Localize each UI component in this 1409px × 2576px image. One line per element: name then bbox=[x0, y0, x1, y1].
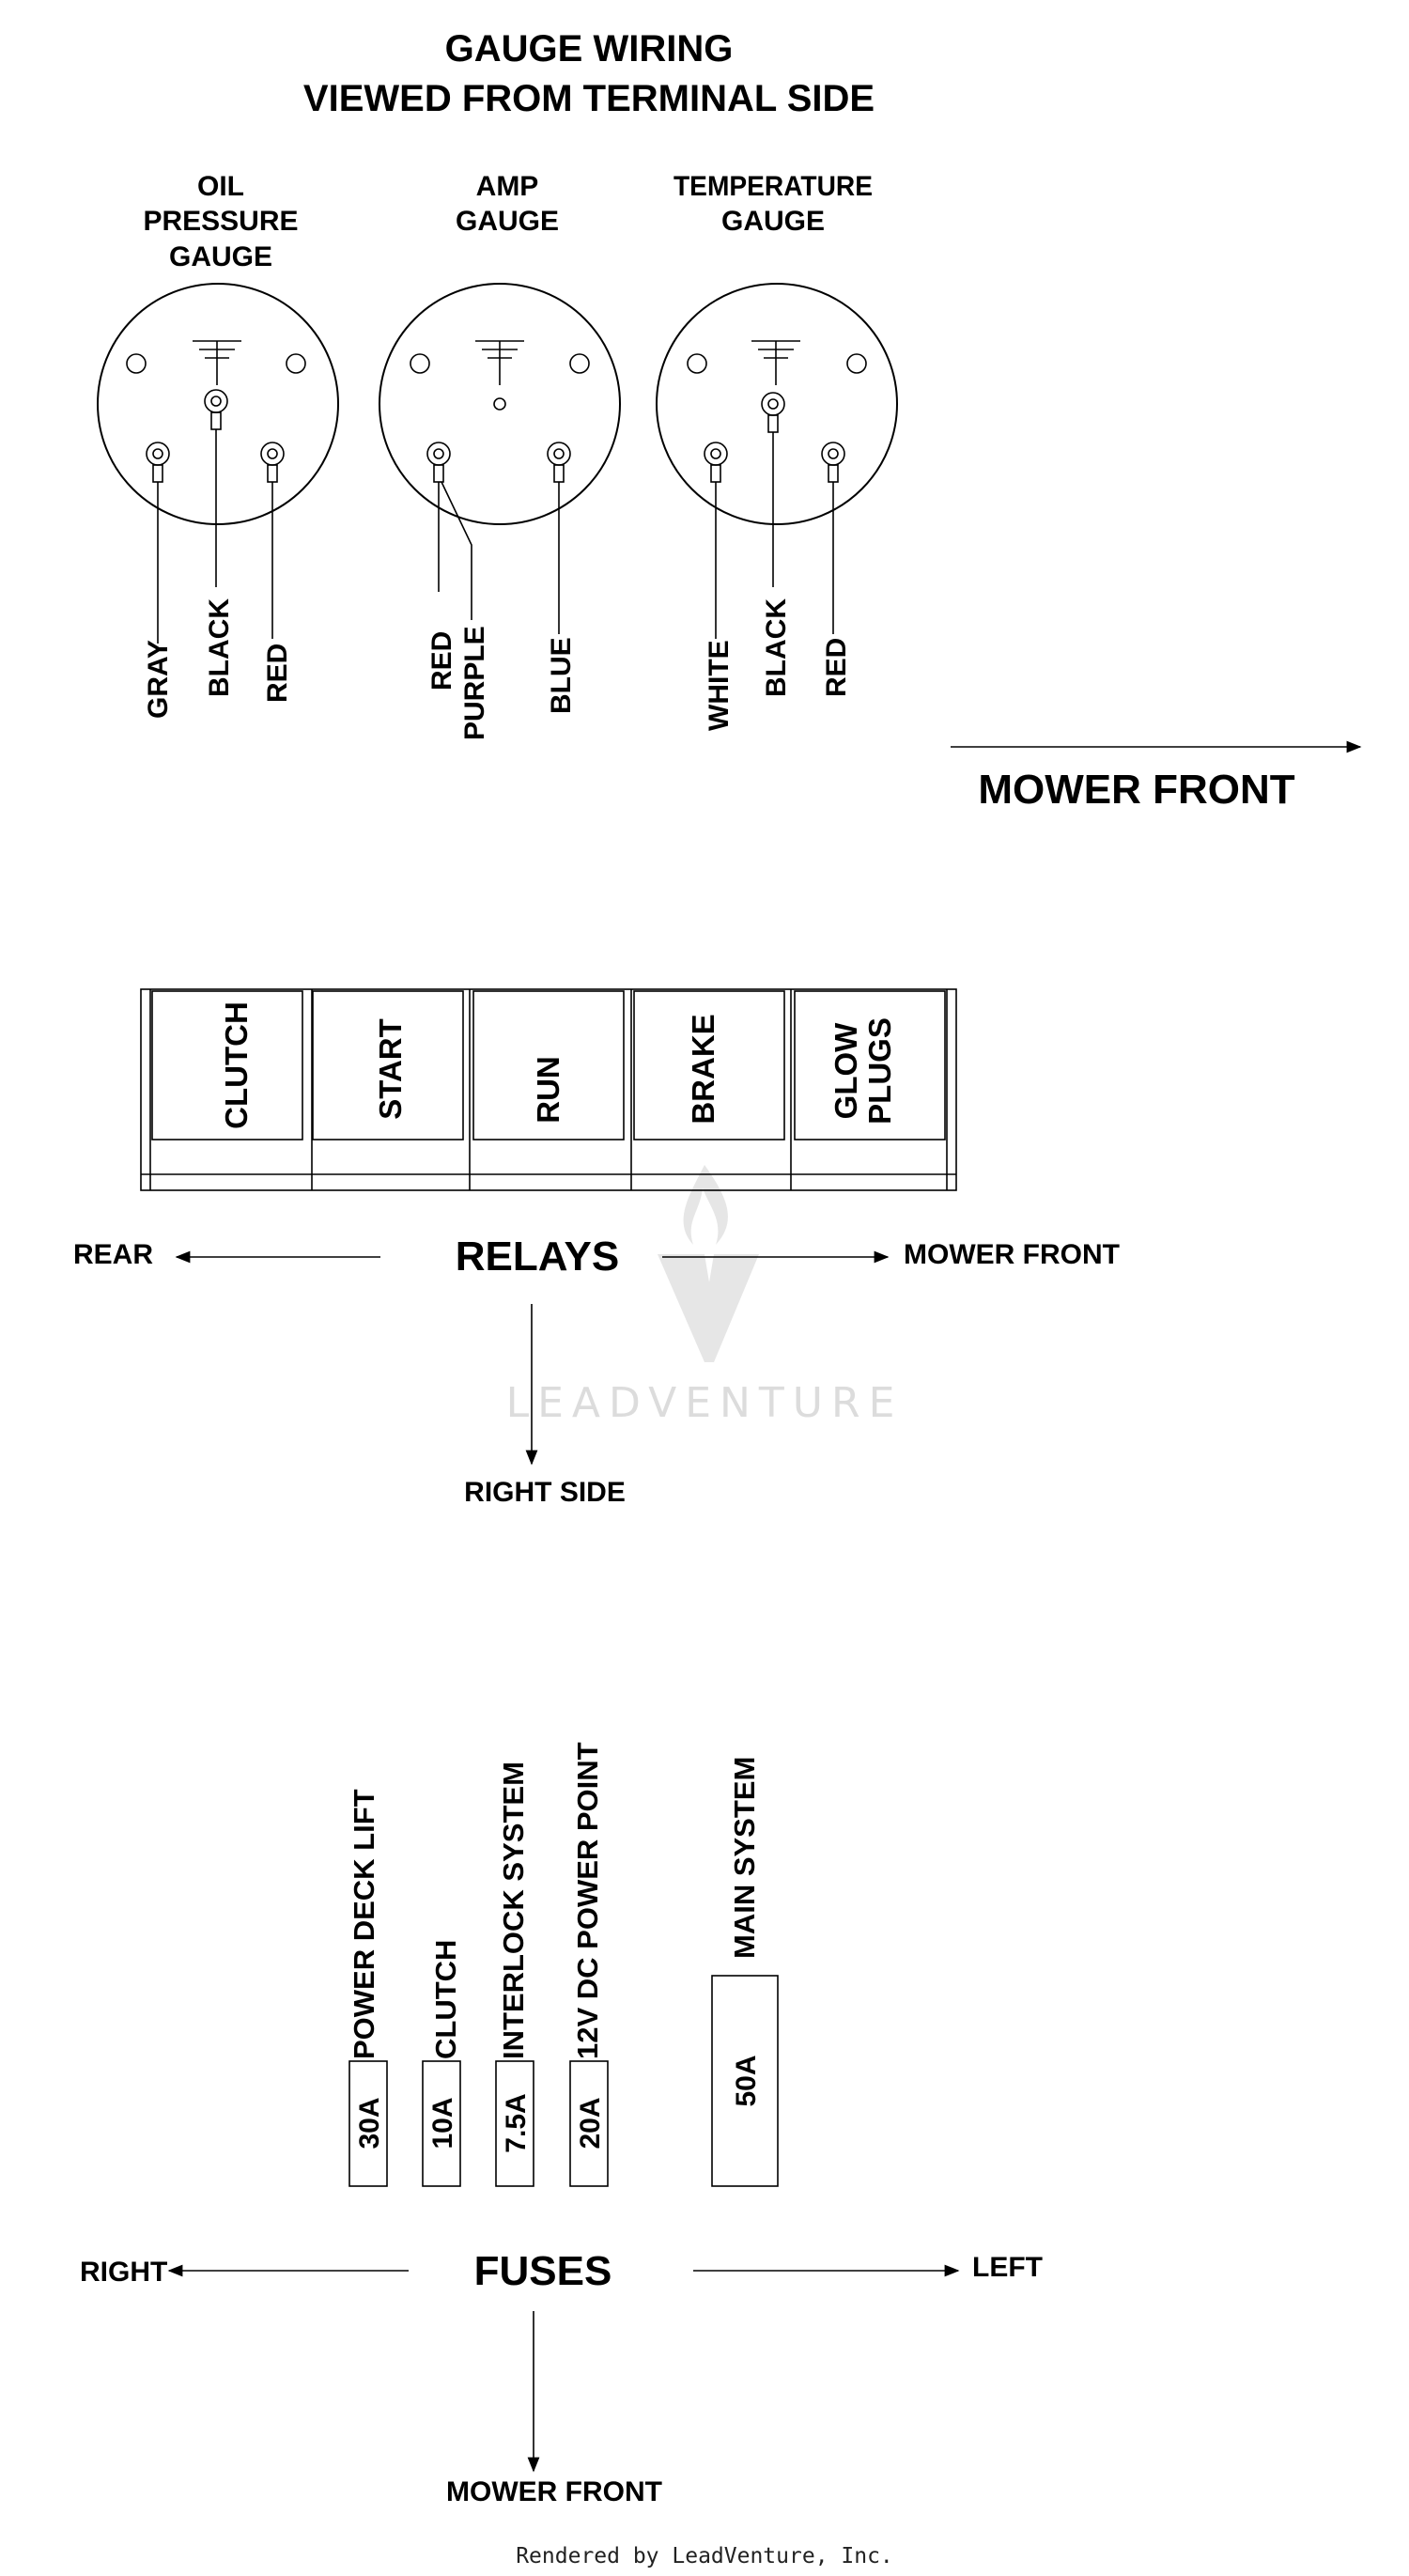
fuse-name: CLUTCH bbox=[429, 1940, 462, 2059]
fuse-name: 12V DC POWER POINT bbox=[571, 1742, 604, 2059]
gauge-direction-label: MOWER FRONT bbox=[978, 767, 1294, 813]
relay-block: CLUTCH START RUN BRAKE GLOW PLUGS bbox=[140, 988, 957, 1191]
fuses-right-label: LEFT bbox=[972, 2252, 1043, 2283]
ground-symbol-icon bbox=[751, 340, 800, 385]
fuse-rating: 7.5A bbox=[501, 2093, 532, 2152]
mounting-hole-icon bbox=[410, 353, 430, 374]
wire-label-red: RED bbox=[262, 644, 293, 703]
mounting-hole-icon bbox=[286, 353, 306, 374]
gauge-label-line: GAUGE bbox=[169, 241, 272, 272]
relay-label: START bbox=[373, 1018, 408, 1120]
fuse-rating: 50A bbox=[731, 2055, 762, 2106]
fuse-50a bbox=[711, 1975, 779, 2187]
gauge-label-line: GAUGE bbox=[456, 206, 559, 237]
terminal-icon bbox=[146, 442, 170, 483]
wire-label-red: RED bbox=[821, 638, 852, 697]
relay-housing bbox=[140, 988, 957, 1191]
wire-label-white: WHITE bbox=[704, 640, 735, 731]
ground-symbol-icon bbox=[193, 340, 241, 385]
terminal-icon bbox=[547, 442, 571, 483]
fuse-10a bbox=[422, 2060, 461, 2187]
fuse-block: POWER DECK LIFT CLUTCH INTERLOCK SYSTEM … bbox=[348, 1742, 779, 2187]
gauge-body bbox=[97, 283, 339, 525]
terminal-icon bbox=[761, 392, 785, 433]
fuses-title: FUSES bbox=[474, 2248, 612, 2294]
fuse-rating: 20A bbox=[575, 2097, 606, 2149]
gauge-label-line: GAUGE bbox=[721, 206, 825, 237]
relay-run bbox=[472, 990, 625, 1141]
fuse-name: POWER DECK LIFT bbox=[348, 1789, 380, 2059]
terminal-icon bbox=[260, 442, 285, 483]
fuses-down-label: MOWER FRONT bbox=[446, 2476, 662, 2507]
wire-label-red: RED bbox=[426, 631, 457, 691]
wire-label-blue: BLUE bbox=[546, 637, 577, 714]
wire-label-purple: PURPLE bbox=[459, 626, 490, 740]
terminal-icon bbox=[426, 442, 451, 483]
fuse-7-5a bbox=[495, 2060, 534, 2187]
wire-label-black: BLACK bbox=[204, 598, 235, 697]
fuse-name: MAIN SYSTEM bbox=[728, 1757, 761, 1959]
gauge-label-line: AMP bbox=[476, 171, 539, 202]
mounting-hole-icon bbox=[126, 353, 147, 374]
fuse-rating: 10A bbox=[427, 2097, 458, 2149]
relay-label: RUN bbox=[531, 1056, 565, 1124]
watermark: LEADVENTURE bbox=[506, 1165, 904, 1427]
wire-label-gray: GRAY bbox=[143, 640, 174, 719]
relays-down-label: RIGHT SIDE bbox=[464, 1477, 626, 1508]
diagram-title-line1: GAUGE WIRING bbox=[445, 28, 734, 70]
relay-label: PLUGS bbox=[862, 1017, 897, 1125]
gauge-body bbox=[379, 283, 621, 525]
fuse-name: INTERLOCK SYSTEM bbox=[497, 1761, 530, 2059]
relays-title: RELAYS bbox=[456, 1234, 619, 1280]
relay-start bbox=[312, 990, 464, 1141]
relay-glow-plugs bbox=[794, 990, 946, 1141]
wire-label-black: BLACK bbox=[761, 598, 792, 697]
fuses-left-label: RIGHT bbox=[80, 2257, 167, 2288]
relay-clutch bbox=[151, 990, 303, 1141]
terminal-icon bbox=[821, 442, 845, 483]
oil-pressure-gauge: OIL PRESSURE GAUGE GRAY BLACK RED bbox=[97, 171, 339, 719]
diagram-title-line2: VIEWED FROM TERMINAL SIDE bbox=[303, 78, 875, 119]
mounting-hole-icon bbox=[687, 353, 707, 374]
temperature-gauge: TEMPERATURE GAUGE WHITE BLACK RED bbox=[656, 171, 898, 731]
fuse-rating: 30A bbox=[354, 2097, 385, 2149]
fuse-30a bbox=[348, 2060, 388, 2187]
terminal-icon bbox=[204, 389, 228, 430]
fuse-20a bbox=[569, 2060, 609, 2187]
gauge-label-line: OIL bbox=[197, 171, 244, 202]
relays-left-label: REAR bbox=[73, 1239, 153, 1270]
gauge-body bbox=[656, 283, 898, 525]
ground-symbol-icon bbox=[475, 340, 524, 385]
center-stud-icon bbox=[493, 397, 506, 411]
footer-credit: Rendered by LeadVenture, Inc. bbox=[516, 2544, 893, 2568]
relay-label: BRAKE bbox=[686, 1014, 720, 1124]
relay-label: GLOW bbox=[828, 1022, 863, 1119]
gauge-label-line: PRESSURE bbox=[143, 206, 298, 237]
amp-gauge: AMP GAUGE RED PURPLE BLUE bbox=[379, 171, 621, 740]
relay-label: CLUTCH bbox=[219, 1001, 254, 1129]
mounting-hole-icon bbox=[846, 353, 867, 374]
wire bbox=[441, 481, 472, 620]
mounting-hole-icon bbox=[569, 353, 590, 374]
terminal-icon bbox=[704, 442, 728, 483]
watermark-logo-icon bbox=[658, 1165, 759, 1362]
gauge-label-line: TEMPERATURE bbox=[674, 171, 873, 202]
relay-brake bbox=[633, 990, 785, 1141]
relays-right-label: MOWER FRONT bbox=[904, 1239, 1120, 1270]
watermark-text: LEADVENTURE bbox=[506, 1379, 904, 1427]
